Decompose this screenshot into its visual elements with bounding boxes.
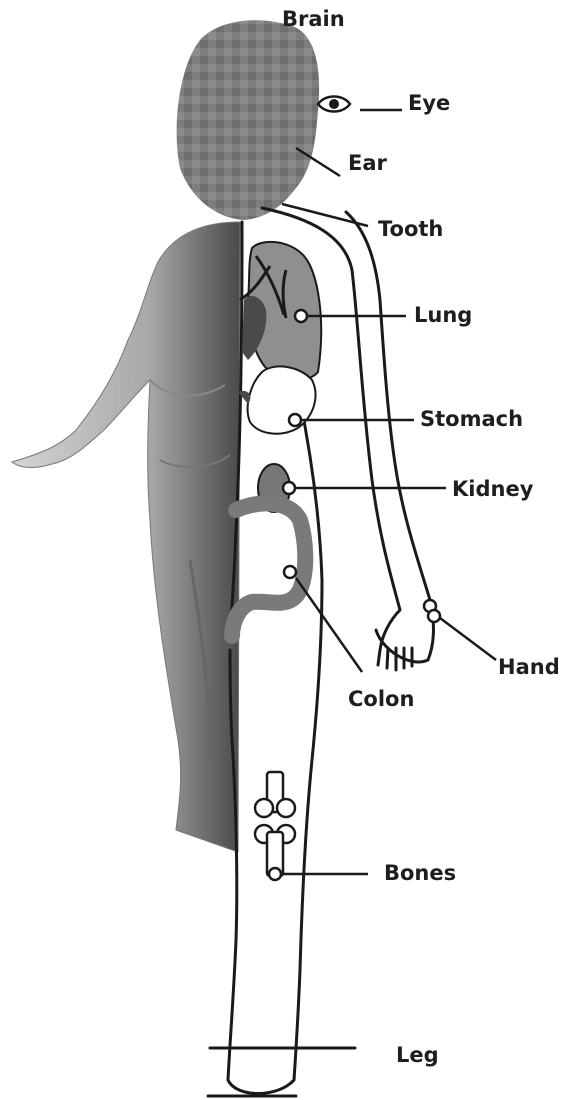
- label-bones: Bones: [384, 861, 456, 885]
- label-tooth: Tooth: [378, 217, 443, 241]
- eye-icon: [318, 97, 350, 112]
- knee-bones: [255, 772, 295, 876]
- label-eye: Eye: [408, 91, 450, 115]
- anatomy-figure: [12, 222, 240, 852]
- label-ear: Ear: [348, 151, 388, 175]
- label-brain: Brain: [282, 7, 345, 31]
- label-colon: Colon: [348, 687, 414, 711]
- label-lung: Lung: [414, 303, 472, 327]
- label-leg: Leg: [396, 1043, 439, 1067]
- label-kidney: Kidney: [452, 477, 534, 501]
- label-stomach: Stomach: [420, 407, 523, 431]
- label-hand: Hand: [498, 655, 560, 679]
- pixelated-head: [177, 20, 320, 220]
